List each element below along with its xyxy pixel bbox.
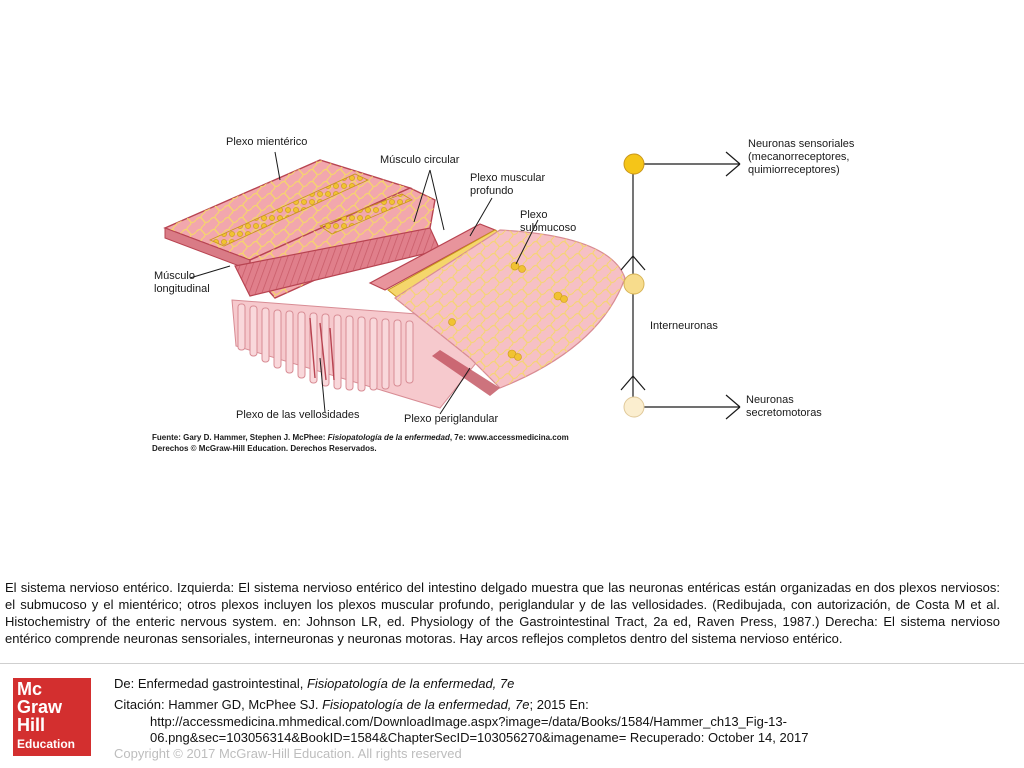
label-neuronas-sensoriales: Neuronas sensoriales (mecanorreceptores,…	[748, 138, 855, 176]
enteric-nervous-system-figure: Plexo mientérico Músculo circular Plexo …	[140, 118, 872, 458]
citation-url-line-2[interactable]: 06.png&sec=103056314&BookID=1584&Chapter…	[150, 730, 809, 745]
secretomotor-neuron-icon	[623, 396, 645, 418]
copyright-notice: Copyright © 2017 McGraw-Hill Education. …	[114, 746, 462, 761]
figure-caption: El sistema nervioso entérico. Izquierda:…	[5, 580, 1000, 646]
villi	[231, 299, 481, 409]
leader-lines	[189, 151, 539, 415]
label-musculo-longitudinal: Músculo longitudinal	[154, 270, 210, 295]
label-plexo-muscular-profundo: Plexo muscular profundo	[470, 172, 546, 197]
mcgraw-hill-logo: Mc Graw Hill Education	[13, 678, 91, 756]
label-neuronas-secretomotoras: Neuronas secretomotoras	[746, 394, 822, 419]
divider	[0, 663, 1024, 664]
figure-source-line-1: Fuente: Gary D. Hammer, Stephen J. McPhe…	[152, 433, 569, 442]
logo-line-2: Graw	[17, 697, 63, 717]
submucosa	[393, 229, 626, 396]
label-plexo-periglandular: Plexo periglandular	[404, 413, 499, 425]
label-interneuronas: Interneuronas	[650, 320, 718, 332]
source-de-line: De: Enfermedad gastrointestinal, Fisiopa…	[114, 676, 515, 691]
logo-line-3: Hill	[17, 715, 46, 735]
sensory-neuron-icon	[623, 153, 645, 175]
citation-url-line-1[interactable]: http://accessmedicina.mhmedical.com/Down…	[150, 714, 787, 729]
interneuron-icon	[623, 273, 645, 295]
logo-line-4: Education	[17, 737, 76, 751]
longitudinal-muscle	[163, 159, 412, 271]
circular-muscle	[234, 187, 441, 299]
label-musculo-circular: Músculo circular	[380, 154, 460, 166]
logo-line-1: Mc	[17, 679, 43, 699]
figure-source-line-2: Derechos © McGraw-Hill Education. Derech…	[152, 444, 377, 453]
neuron-schematic	[620, 151, 741, 420]
label-plexo-submucoso: Plexo submucoso	[520, 209, 577, 234]
label-plexo-vellosidades: Plexo de las vellosidades	[236, 409, 360, 421]
figure-artwork	[163, 151, 741, 420]
label-plexo-mienterico: Plexo mientérico	[226, 136, 308, 148]
citation-line: Citación: Hammer GD, McPhee SJ. Fisiopat…	[114, 697, 589, 712]
